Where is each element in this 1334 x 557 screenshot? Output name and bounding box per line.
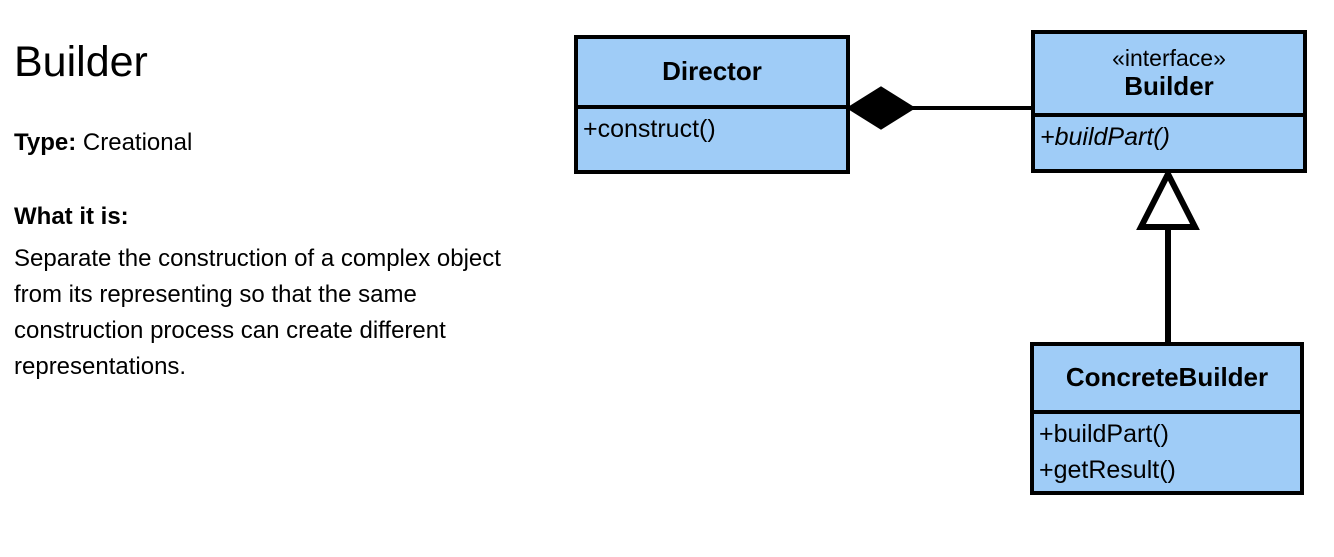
uml-class-concretebuilder-name: ConcreteBuilder bbox=[1065, 362, 1269, 393]
uml-member: +buildPart() bbox=[1039, 420, 1169, 448]
uml-class-director-header: Director bbox=[578, 39, 846, 109]
what-it-is-heading: What it is: bbox=[14, 203, 129, 230]
uml-class-director[interactable]: Director +construct() bbox=[574, 35, 850, 174]
page-title: Builder bbox=[14, 38, 148, 86]
hollow-triangle-icon bbox=[1136, 167, 1200, 230]
pattern-type-value: Creational bbox=[82, 129, 193, 156]
pattern-info-panel: Builder Type: Creational What it is: Sep… bbox=[0, 0, 540, 557]
what-it-is-description: Separate the construction of a complex o… bbox=[14, 245, 501, 380]
uml-class-concretebuilder-members: +buildPart() +getResult() bbox=[1034, 414, 1300, 491]
composition-relation-director-builder bbox=[846, 86, 1031, 130]
uml-class-builder[interactable]: «interface» Builder +buildPart() bbox=[1031, 30, 1307, 173]
uml-member: +getResult() bbox=[1039, 456, 1176, 484]
uml-member: +construct() bbox=[583, 115, 716, 143]
filled-diamond-icon bbox=[846, 86, 916, 130]
uml-member: +buildPart() bbox=[1040, 123, 1170, 151]
uml-class-concretebuilder-header: ConcreteBuilder bbox=[1034, 346, 1300, 414]
uml-class-builder-stereotype: «interface» bbox=[1112, 45, 1226, 72]
uml-class-director-name: Director bbox=[662, 56, 762, 87]
uml-class-concretebuilder[interactable]: ConcreteBuilder +buildPart() +getResult(… bbox=[1030, 342, 1304, 495]
uml-class-builder-name: Builder bbox=[1124, 70, 1214, 101]
uml-class-builder-header: «interface» Builder bbox=[1035, 34, 1303, 117]
pattern-type-label: Type: bbox=[14, 129, 77, 156]
uml-class-director-members: +construct() bbox=[578, 109, 846, 170]
uml-class-builder-members: +buildPart() bbox=[1035, 117, 1303, 169]
pattern-type-line: Type: Creational bbox=[14, 129, 193, 156]
generalization-relation-concrete-builder bbox=[1136, 167, 1200, 344]
